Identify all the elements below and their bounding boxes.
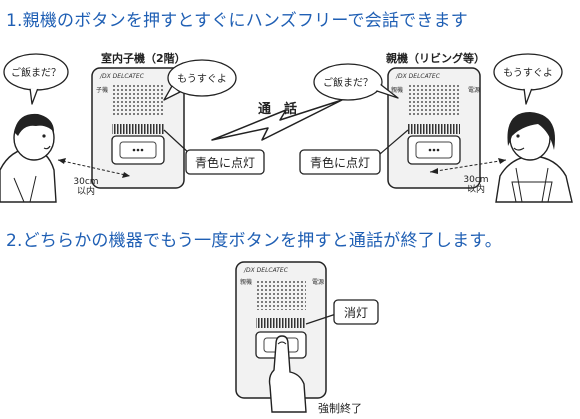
indicator-left-text: 青色に点灯 — [195, 156, 255, 170]
indoor-unit-label: 室内子機（2階） — [101, 51, 186, 65]
step-1-title: 1.親機のボタンを押すとすぐにハンズフリーで会話できます — [6, 11, 468, 31]
call-lightning: 通 話 — [211, 99, 343, 141]
pressing-finger — [268, 335, 307, 413]
indoor-unit: 室内子機（2階） /DX DELCATEC 子機 電源 — [91, 51, 186, 189]
master-unit: 親機（リビング等） /DX DELCATEC 親機 電源 — [386, 51, 485, 189]
indicator-right-text: 青色に点灯 — [310, 156, 370, 170]
indoor-unit-left-tag: 子機 — [96, 86, 108, 94]
master-led-strip — [408, 124, 460, 134]
bubble-right-reply-text: もうすぐよ — [503, 67, 553, 79]
indoor-led-strip — [112, 124, 164, 134]
child-figure — [0, 113, 57, 203]
indoor-speaker-grille — [112, 84, 164, 116]
master-speaker-grille — [408, 84, 460, 116]
bottom-speaker-grille — [256, 280, 306, 310]
call-text: 通 話 — [258, 101, 297, 117]
master-unit-label: 親機（リビング等） — [386, 51, 485, 65]
distance-right-line1: 30cm — [463, 175, 488, 185]
bubble-left-reply: もうすぐよ — [163, 59, 237, 101]
indoor-unit-brand: /DX DELCATEC — [99, 73, 145, 80]
bottom-unit-brand: /DX DELCATEC — [243, 267, 289, 274]
master-unit-left-tag: 親機 — [391, 86, 403, 94]
indicator-off-callout: 消灯 — [305, 299, 379, 325]
distance-left-line1: 30cm — [73, 177, 98, 187]
bubble-left-question-text: ご飯まだ？ — [11, 66, 61, 79]
indicator-off-text: 消灯 — [344, 306, 368, 320]
bubble-right-question: ご飯まだ？ — [313, 63, 399, 101]
bottom-unit-right-tag: 電源 — [312, 278, 324, 286]
indicator-right-callout: 青色に点灯 — [299, 129, 409, 175]
bubble-right-reply: もうすぐよ — [493, 53, 563, 105]
bubble-left-reply-text: もうすぐよ — [177, 73, 227, 85]
step-2-title: 2.どちらかの機器でもう一度ボタンを押すと通話が終了します。 — [6, 231, 503, 251]
master-unit-right-tag: 電源 — [468, 86, 480, 94]
bottom-led-strip — [256, 318, 306, 328]
distance-left: 30cm 以内 — [57, 158, 131, 197]
distance-right-line2: 以内 — [467, 183, 485, 195]
bubble-left-question: ご飯まだ？ — [3, 53, 69, 105]
mother-figure — [495, 112, 573, 203]
indicator-left-callout: 青色に点灯 — [163, 129, 265, 175]
distance-right: 30cm 以内 — [429, 158, 507, 195]
master-unit-brand: /DX DELCATEC — [395, 73, 441, 80]
bubble-right-question-text: ご飯まだ？ — [323, 76, 373, 89]
distance-left-line2: 以内 — [77, 185, 95, 197]
bottom-unit-left-tag: 親機 — [240, 278, 252, 286]
force-end-label: 強制終了 — [318, 401, 362, 415]
